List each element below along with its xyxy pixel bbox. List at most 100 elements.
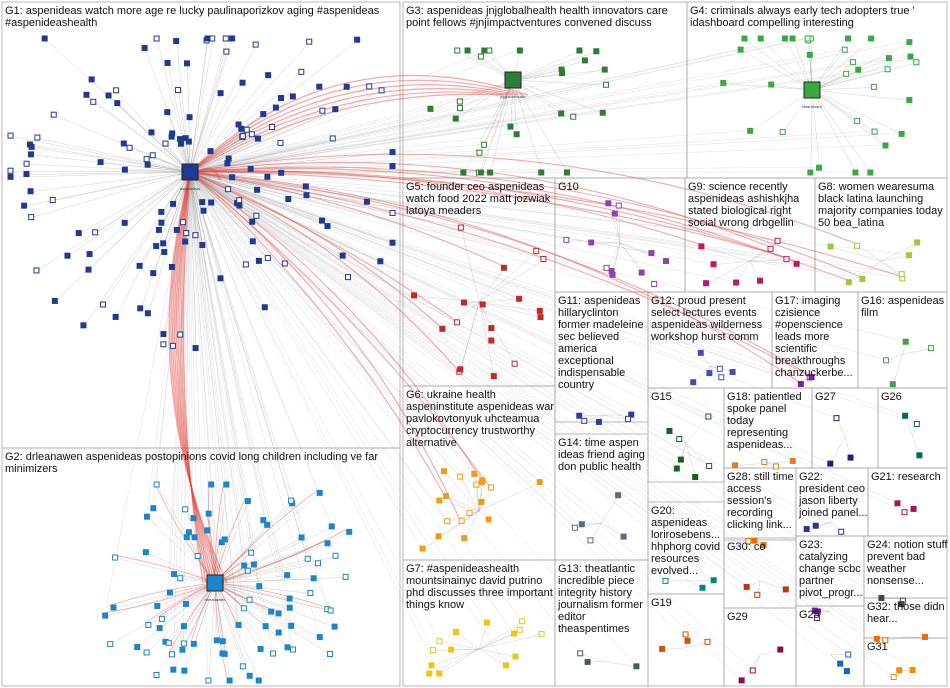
node[interactable] bbox=[205, 510, 212, 517]
node[interactable] bbox=[884, 66, 891, 73]
node[interactable] bbox=[256, 583, 263, 590]
node[interactable] bbox=[439, 325, 446, 332]
node[interactable] bbox=[344, 274, 351, 281]
node[interactable] bbox=[250, 561, 257, 568]
node[interactable] bbox=[507, 123, 514, 130]
node[interactable] bbox=[677, 456, 684, 463]
node[interactable] bbox=[7, 173, 14, 180]
node[interactable] bbox=[914, 239, 921, 246]
node[interactable] bbox=[789, 457, 796, 464]
node[interactable] bbox=[346, 528, 353, 535]
node[interactable] bbox=[306, 38, 313, 45]
node[interactable] bbox=[112, 554, 119, 561]
node[interactable] bbox=[490, 373, 497, 380]
node[interactable] bbox=[697, 349, 704, 356]
node[interactable] bbox=[170, 666, 177, 673]
node[interactable] bbox=[882, 142, 889, 149]
node[interactable] bbox=[21, 202, 28, 209]
node[interactable] bbox=[488, 484, 495, 491]
node[interactable] bbox=[576, 47, 583, 54]
node[interactable] bbox=[777, 646, 784, 653]
node[interactable] bbox=[177, 140, 184, 147]
node[interactable] bbox=[169, 130, 176, 137]
node[interactable] bbox=[158, 219, 165, 226]
node[interactable] bbox=[141, 45, 148, 52]
node[interactable] bbox=[749, 667, 756, 674]
node[interactable] bbox=[204, 527, 211, 534]
node[interactable] bbox=[252, 41, 259, 48]
node[interactable] bbox=[310, 575, 317, 582]
node[interactable] bbox=[328, 523, 335, 530]
node[interactable] bbox=[238, 125, 245, 132]
node[interactable] bbox=[603, 81, 610, 88]
node[interactable] bbox=[483, 619, 490, 626]
hub-node-g2[interactable] bbox=[206, 574, 224, 592]
node[interactable] bbox=[804, 35, 811, 42]
node[interactable] bbox=[288, 622, 295, 629]
node[interactable] bbox=[244, 567, 251, 574]
node[interactable] bbox=[500, 264, 507, 271]
node[interactable] bbox=[226, 677, 233, 684]
node[interactable] bbox=[223, 48, 230, 55]
node[interactable] bbox=[783, 256, 790, 263]
node[interactable] bbox=[272, 104, 279, 111]
node[interactable] bbox=[710, 261, 717, 268]
node[interactable] bbox=[378, 87, 385, 94]
node[interactable] bbox=[648, 250, 655, 257]
node[interactable] bbox=[584, 658, 591, 665]
node[interactable] bbox=[255, 677, 262, 684]
node[interactable] bbox=[638, 269, 645, 276]
node[interactable] bbox=[456, 98, 463, 105]
node[interactable] bbox=[698, 243, 705, 250]
node[interactable] bbox=[706, 463, 713, 470]
node[interactable] bbox=[571, 524, 578, 531]
node[interactable] bbox=[177, 575, 184, 582]
node[interactable] bbox=[102, 612, 109, 619]
node[interactable] bbox=[850, 59, 857, 66]
node[interactable] bbox=[768, 81, 775, 88]
node[interactable] bbox=[442, 493, 449, 500]
node[interactable] bbox=[578, 521, 585, 528]
node[interactable] bbox=[246, 672, 253, 679]
node[interactable] bbox=[479, 301, 486, 308]
node[interactable] bbox=[873, 635, 880, 642]
node[interactable] bbox=[729, 369, 736, 376]
node[interactable] bbox=[327, 607, 334, 614]
node[interactable] bbox=[169, 342, 176, 349]
node[interactable] bbox=[253, 212, 260, 219]
node[interactable] bbox=[587, 537, 594, 544]
node[interactable] bbox=[86, 251, 93, 258]
node[interactable] bbox=[92, 229, 99, 236]
node[interactable] bbox=[906, 96, 913, 103]
node[interactable] bbox=[426, 670, 433, 677]
node[interactable] bbox=[436, 670, 443, 677]
node[interactable] bbox=[229, 174, 236, 181]
node[interactable] bbox=[161, 249, 168, 256]
node[interactable] bbox=[246, 596, 253, 603]
node[interactable] bbox=[435, 533, 442, 540]
node[interactable] bbox=[882, 357, 889, 364]
node[interactable] bbox=[581, 57, 588, 64]
node[interactable] bbox=[126, 144, 133, 151]
node[interactable] bbox=[512, 653, 519, 660]
node[interactable] bbox=[113, 87, 120, 94]
node[interactable] bbox=[716, 365, 723, 372]
node[interactable] bbox=[898, 601, 905, 608]
node[interactable] bbox=[901, 509, 908, 516]
node[interactable] bbox=[710, 577, 717, 584]
node[interactable] bbox=[460, 299, 467, 306]
node[interactable] bbox=[536, 479, 543, 486]
node[interactable] bbox=[428, 662, 435, 669]
node[interactable] bbox=[704, 638, 711, 645]
node[interactable] bbox=[319, 107, 326, 114]
node[interactable] bbox=[180, 219, 187, 226]
node[interactable] bbox=[789, 35, 796, 42]
node[interactable] bbox=[158, 208, 165, 215]
node[interactable] bbox=[307, 589, 314, 596]
node[interactable] bbox=[844, 35, 851, 42]
node[interactable] bbox=[278, 169, 285, 176]
node[interactable] bbox=[703, 280, 710, 287]
node[interactable] bbox=[243, 126, 250, 133]
node[interactable] bbox=[171, 571, 178, 578]
node[interactable] bbox=[478, 498, 485, 505]
